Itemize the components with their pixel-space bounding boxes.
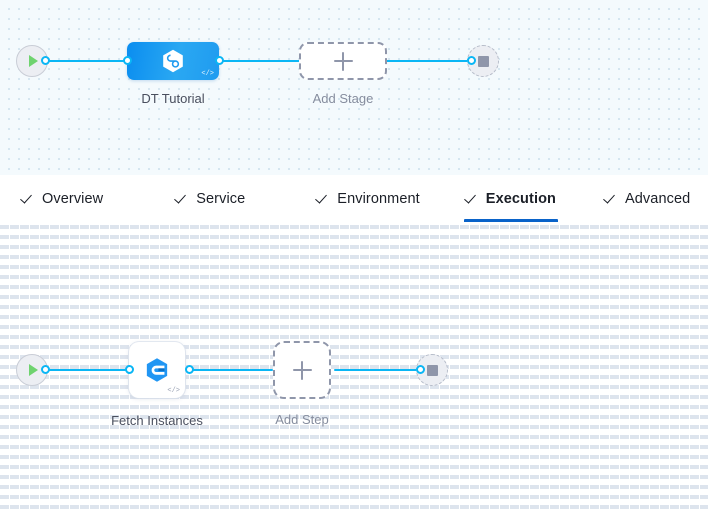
check-icon [605, 192, 618, 205]
harness-hexagon-icon [163, 49, 183, 73]
play-icon [29, 364, 38, 376]
edge-start-to-stage [45, 60, 129, 62]
edge-step-to-addstep [185, 369, 273, 371]
stage-codebase-badge: </> [201, 70, 214, 78]
tab-advanced[interactable]: Advanced [595, 175, 700, 222]
harness-e-logo-icon [146, 358, 168, 382]
step-start-port[interactable] [41, 365, 50, 374]
edge-addstep-to-stop [334, 369, 420, 371]
tab-advanced-label: Advanced [625, 190, 691, 207]
stop-square-icon [477, 55, 489, 67]
add-stage-button[interactable] [299, 42, 387, 80]
stage-node-output-port[interactable] [215, 56, 224, 65]
plus-icon [292, 360, 312, 380]
plus-icon [333, 51, 353, 71]
check-icon [176, 192, 189, 205]
stage-graph: </> DT Tutorial Add Stage [0, 0, 708, 175]
execution-steps-canvas[interactable]: </> Fetch Instances Add Step [0, 222, 708, 511]
stage-node-input-port[interactable] [123, 56, 132, 65]
edge-addstage-to-stop [385, 60, 471, 62]
add-step-button[interactable] [273, 341, 331, 399]
edge-start-to-step [45, 369, 129, 371]
add-step-label: Add Step [275, 412, 329, 427]
stage-node-label: DT Tutorial [141, 91, 205, 106]
stage-start-port[interactable] [41, 56, 50, 65]
tab-overview[interactable]: Overview [12, 175, 113, 222]
step-node-fetch-instances[interactable]: </> [129, 342, 185, 398]
check-icon [466, 192, 479, 205]
step-stop-port[interactable] [416, 365, 425, 374]
step-codebase-badge: </> [167, 387, 180, 395]
tab-service-label: Service [196, 190, 246, 207]
step-node-label: Fetch Instances [111, 413, 203, 428]
pipeline-stage-canvas[interactable]: </> DT Tutorial Add Stage [0, 0, 708, 175]
active-tab-underline [463, 219, 558, 222]
stage-configuration-tabs: Overview Service Environment Execution A… [0, 175, 708, 223]
tab-execution-label: Execution [485, 190, 556, 207]
step-graph: </> Fetch Instances Add Step [0, 222, 708, 511]
stage-stop-port[interactable] [467, 56, 476, 65]
stop-square-icon [426, 364, 438, 376]
stage-node-dt-tutorial[interactable]: </> [127, 42, 219, 80]
tab-environment[interactable]: Environment [307, 175, 430, 222]
tab-environment-label: Environment [337, 190, 420, 207]
tab-service[interactable]: Service [166, 175, 255, 222]
tab-overview-label: Overview [42, 190, 104, 207]
add-stage-label: Add Stage [312, 91, 374, 106]
edge-stage-to-addstage [215, 60, 305, 62]
step-node-input-port[interactable] [125, 365, 134, 374]
check-icon [22, 192, 35, 205]
tab-execution[interactable]: Execution [456, 175, 566, 222]
check-icon [317, 192, 330, 205]
play-icon [29, 55, 38, 67]
step-node-output-port[interactable] [185, 365, 194, 374]
